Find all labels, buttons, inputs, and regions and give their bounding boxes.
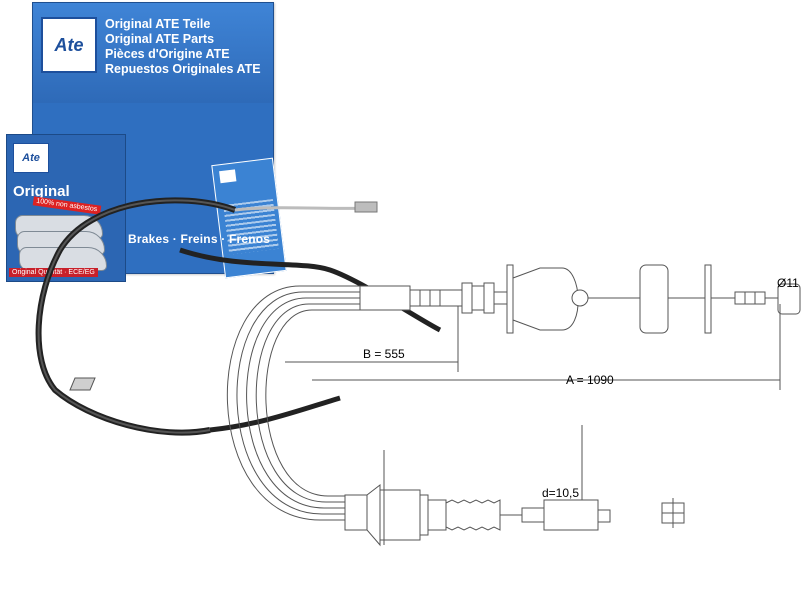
box-line-es: Repuestos Originales ATE [105,62,261,76]
dim-b-label: B = 555 [363,347,405,361]
photo-cable [35,197,442,436]
dim-d-label: d=10,5 [542,486,579,500]
box-line-en: Original ATE Parts [105,32,215,46]
brakes-caption: Brakes · Freins · Frenos [128,232,271,246]
box-line-fr: Pièces d'Origine ATE [105,47,230,61]
brake-pads-box: Ate Original 100% non asbestos Original … [6,134,126,282]
pads-ate-logo-icon: Ate [13,143,49,173]
cable-end-fitting-icon [354,201,378,213]
pads-title: Original [13,183,70,200]
upper-fitting [359,282,513,314]
dim-a-label: A = 1090 [566,373,614,387]
rubber-boot [506,264,801,334]
pads-bottom-label: Original Qualität · ECE/EG [9,268,98,277]
box-line-de: Original ATE Teile [105,17,211,31]
ate-logo-icon: Ate [41,17,97,73]
pads-logo-text: Ate [22,152,40,164]
sheath-outline [226,285,360,521]
ate-logo-text: Ate [54,34,84,55]
cable-clip-icon [69,377,96,391]
dim-end-label: Ø11 [777,276,799,290]
box-title-lines: Original ATE Teile Original ATE Parts Pi… [105,17,261,77]
lower-fitting [344,483,685,547]
dimension-lines [285,304,781,545]
